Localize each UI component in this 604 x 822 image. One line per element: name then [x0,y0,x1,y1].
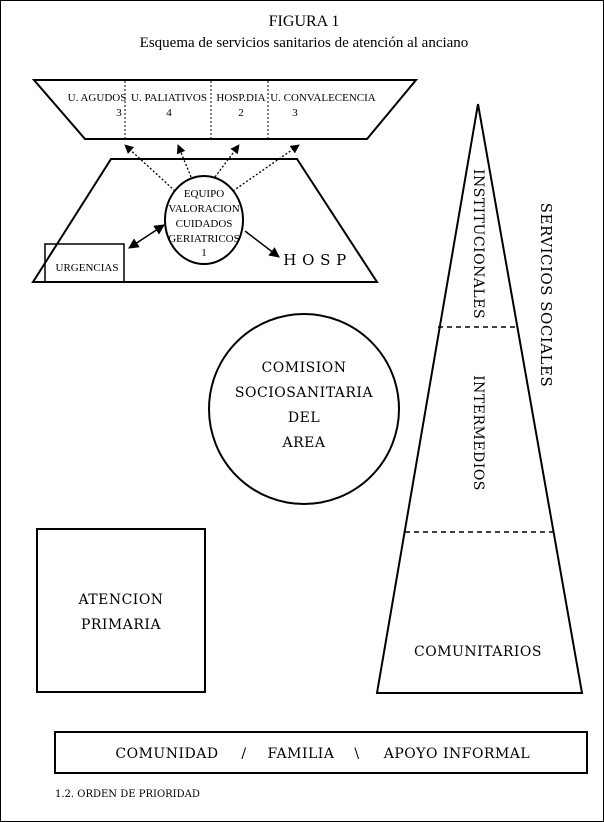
arrow-to-hospdia [214,144,240,178]
atencion-primaria-line: ATENCION [77,592,163,608]
unit-hospdia-number: 2 [238,107,244,119]
equipo-line: VALORACION [168,203,239,215]
equipo-line: EQUIPO [184,188,224,200]
separator-backslash: \ [354,746,359,762]
comision-line: AREA [282,435,326,451]
comunidad-label: COMUNIDAD [115,746,218,762]
arrow-equipo-urgencias [128,224,165,249]
arrow-to-hosp [244,230,280,258]
equipo-ellipse [164,175,244,265]
arrow-to-agudos [124,144,176,192]
comision-line: DEL [288,410,320,426]
intermedios-label: INTERMEDIOS [470,375,486,491]
unit-agudos-label: U. AGUDOS [68,92,127,104]
arrow-to-convalecencia [232,144,300,192]
urgencias-label: URGENCIAS [56,262,119,274]
unit-agudos-number: 3 [116,107,122,119]
hospital-units-box [31,79,419,140]
apoyo-informal-label: APOYO INFORMAL [383,746,530,762]
comision-line: COMISION [262,360,347,376]
footer-text: 1.2. ORDEN DE PRIORIDAD [55,789,200,800]
comunitarios-label: COMUNITARIOS [414,644,542,660]
services-triangle [375,103,584,694]
arrow-to-paliativos [176,144,192,178]
comunidad-bar [54,731,588,774]
familia-label: FAMILIA [268,746,335,762]
comision-circle [208,313,400,505]
atencion-primaria-line: PRIMARIA [81,617,162,633]
separator-slash: / [241,746,246,762]
hosp-label: H O S P [283,251,347,269]
figure-subtitle: Esquema de servicios sanitarios de atenc… [140,35,469,51]
equipo-number: 1 [201,247,207,259]
comision-line: SOCIOSANITARIA [235,385,374,401]
unit-hospdia-label: HOSP.DIA [216,92,265,104]
servicios-sociales-label: SERVICIOS SOCIALES [537,203,555,387]
hospital-box [31,158,379,283]
equipo-line: GERIATRICOS [168,233,240,245]
unit-convalecencia-label: U. CONVALECENCIA [270,92,376,104]
institucionales-label: INSTITUCIONALES [470,169,486,319]
unit-paliativos-label: U. PALIATIVOS [131,92,207,104]
figure-title: FIGURA 1 [269,13,340,30]
unit-convalecencia-number: 3 [292,107,298,119]
equipo-line: CUIDADOS [176,218,233,230]
urgencias-box [44,243,125,283]
unit-paliativos-number: 4 [166,107,172,119]
atencion-primaria-box [36,528,206,693]
